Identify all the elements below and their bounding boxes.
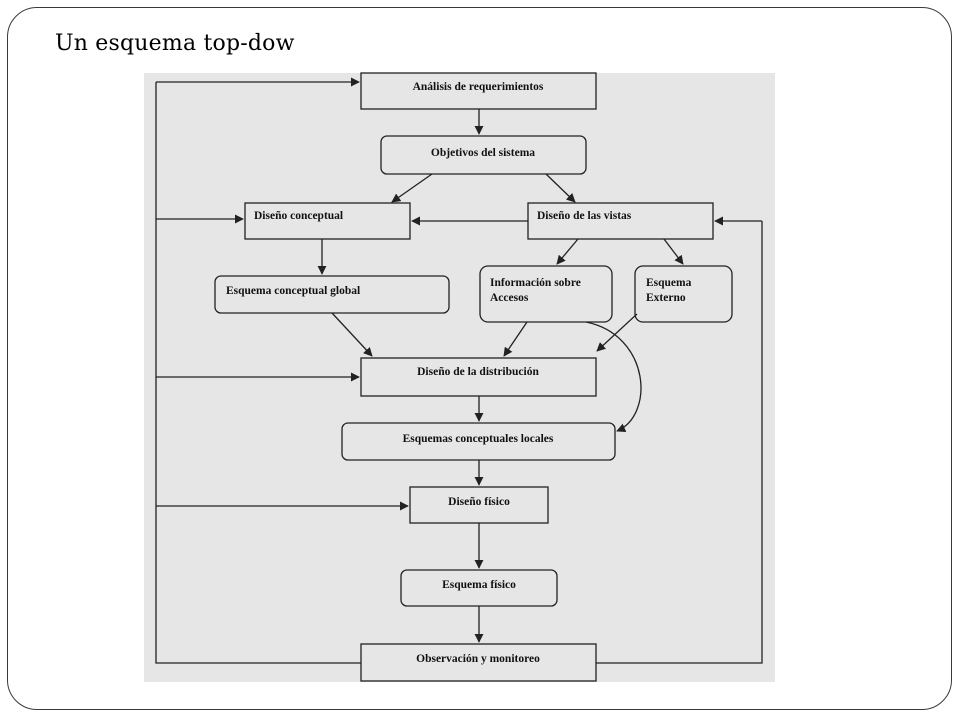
box-analisis-requerimientos	[360, 72, 597, 110]
label-diseno-fisico: Diseño físico	[448, 496, 510, 508]
arrow-accesos-distribucion	[503, 321, 528, 357]
feedback-loop-right	[596, 221, 763, 664]
slide-title: Un esquema top-dow	[55, 31, 295, 56]
label-esquema-fisico: Esquema físico	[442, 579, 516, 591]
label-objetivos: Objetivos del sistema	[431, 147, 535, 159]
box-informacion-accesos	[479, 265, 613, 323]
arrow-externo-distribucion	[596, 313, 638, 352]
label-info-accesos-2: Accesos	[490, 292, 529, 304]
box-objetivos-sistema	[380, 135, 587, 175]
label-observacion: Observación y monitoreo	[416, 653, 540, 665]
label-info-accesos-1: Información sobre	[490, 277, 581, 289]
label-esquemas-locales: Esquemas conceptuales locales	[403, 433, 554, 445]
box-esquema-externo	[634, 265, 733, 323]
arrow-objetivos-conceptual	[391, 173, 433, 203]
arrow-objetivos-vistas	[545, 173, 576, 203]
label-diseno-vistas: Diseño de las vistas	[537, 210, 632, 222]
label-diseno-conceptual: Diseño conceptual	[254, 210, 343, 222]
box-diseno-vistas	[527, 202, 714, 240]
label-esquema-global: Esquema conceptual global	[226, 285, 360, 297]
arrow-accesos-locales-curve	[585, 321, 642, 432]
arrow-vistas-accesos	[556, 238, 579, 265]
label-analisis: Análisis de requerimientos	[413, 81, 544, 93]
box-diseno-conceptual	[244, 202, 411, 240]
box-diseno-distribucion	[360, 357, 597, 397]
label-esquema-externo-1: Esquema	[646, 277, 692, 289]
arrow-vistas-externo	[663, 238, 684, 265]
label-diseno-distribucion: Diseño de la distribución	[417, 366, 539, 378]
label-esquema-externo-2: Externo	[646, 292, 686, 304]
box-observacion-monitoreo	[360, 643, 597, 682]
feedback-loop-left	[155, 82, 361, 664]
arrow-global-distribucion	[331, 312, 373, 357]
